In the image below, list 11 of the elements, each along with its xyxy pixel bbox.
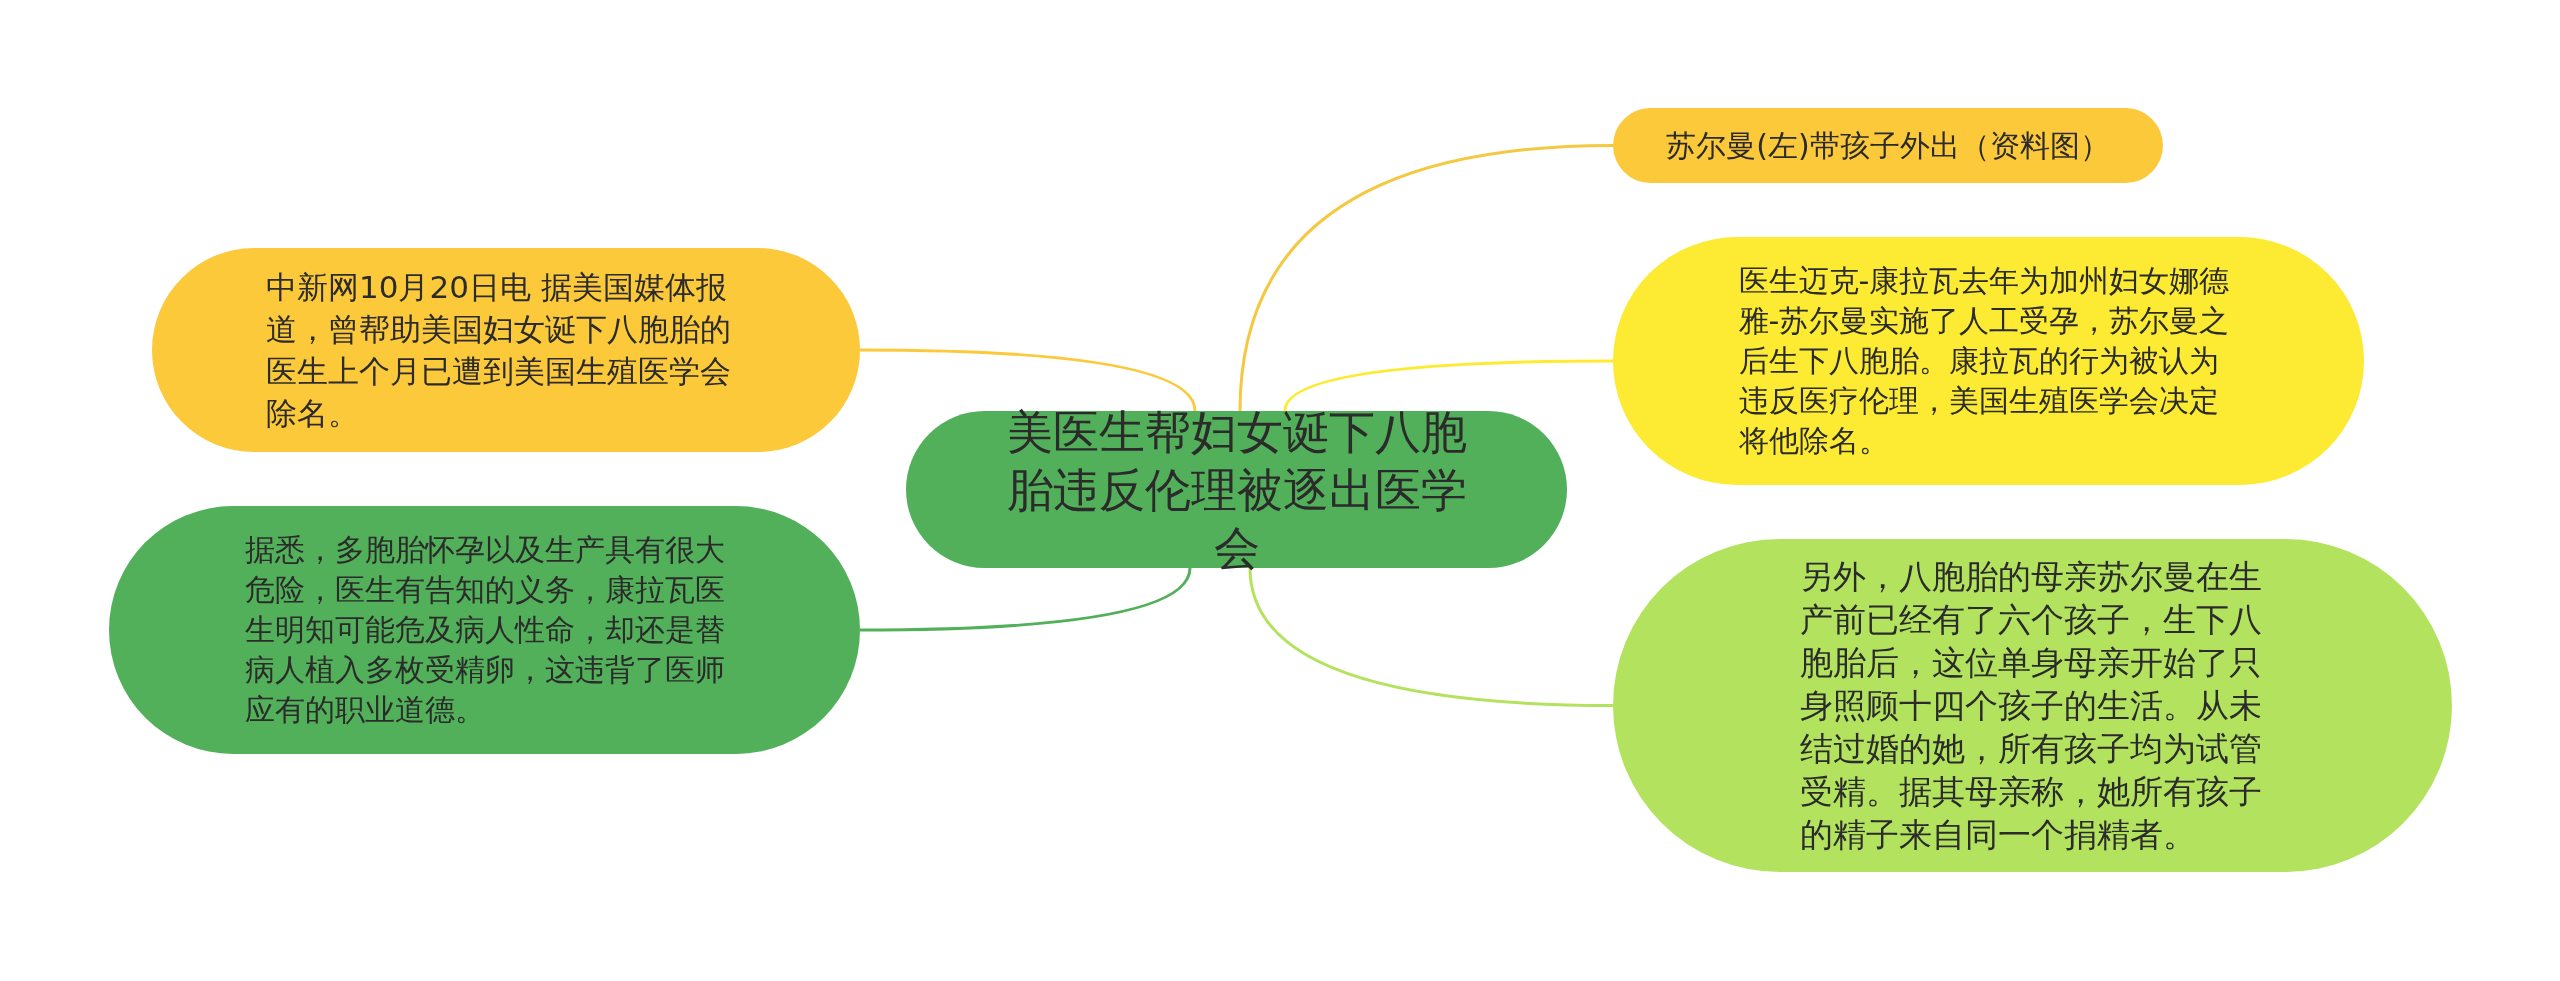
topic-text: 医生迈克-康拉瓦去年为加州妇女娜德雅-苏尔曼实施了人工受孕，苏尔曼之后生下八胞胎。康拉瓦的行为被认为违反医疗伦理，美国生殖医学会决定将他除名。 bbox=[1738, 262, 2231, 460]
topic-text: 中新网10月20日电 据美国媒体报道，曾帮助美国妇女诞下八胞胎的医生上个月已遭到美国生殖医学会除名。 bbox=[266, 268, 732, 433]
topic-text: 美医生帮妇女诞下八胞胎违反伦理被逐出医学会 bbox=[1005, 403, 1468, 577]
connector-line bbox=[1238, 144, 1614, 412]
topic-text: 苏尔曼(左)带孩子外出（资料图） bbox=[1666, 126, 2110, 165]
connector-line bbox=[860, 567, 1192, 632]
connector-line bbox=[860, 348, 1197, 412]
connector-line bbox=[1283, 359, 1613, 412]
topic-text: 据悉，多胞胎怀孕以及生产具有很大危险，医生有告知的义务，康拉瓦医生明知可能危及病人性命，却还是替病人植入多枚受精卵，这违背了医师应有的职业道德。 bbox=[244, 531, 725, 729]
topic-text: 另外，八胞胎的母亲苏尔曼在生产前已经有了六个孩子，生下八胞胎后，这位单身母亲开始了只身照顾十四个孩子的生活。从未结过婚的她，所有孩子均为试管受精。据其母亲称，她所有孩子的精子来自同一个捐精者。 bbox=[1799, 556, 2263, 856]
connector-line bbox=[1248, 567, 1614, 707]
